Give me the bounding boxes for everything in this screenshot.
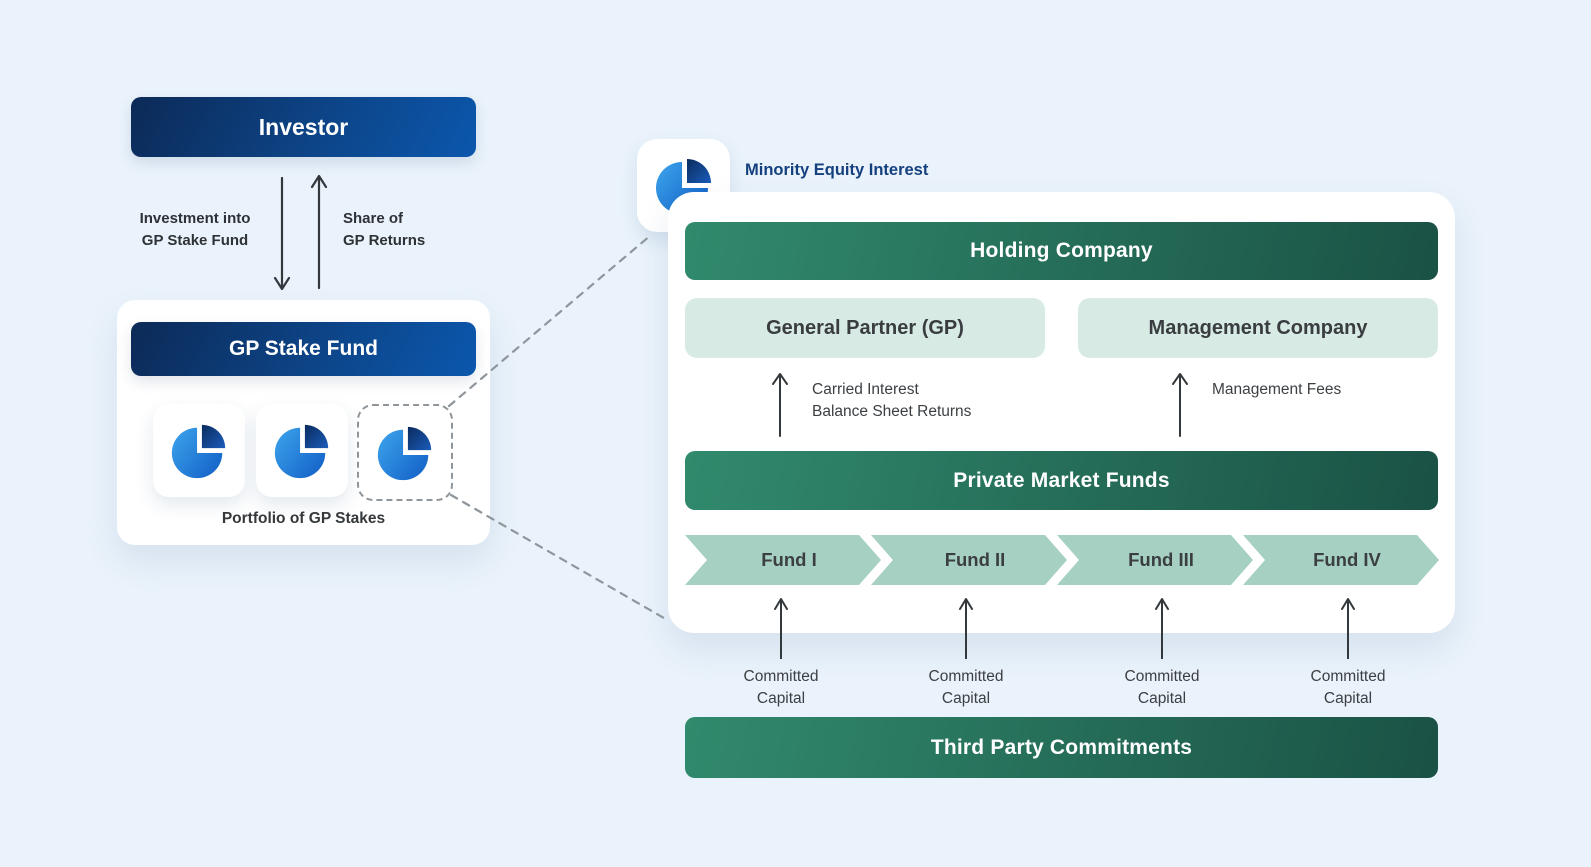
management-company-box: Management Company bbox=[1078, 298, 1438, 358]
fund-label: Fund I bbox=[761, 549, 817, 570]
committed-capital-line2: Capital bbox=[756, 690, 806, 707]
gp-stake-fund-header: GP Stake Fund bbox=[131, 322, 476, 376]
fund-chevron: Fund III bbox=[1057, 535, 1253, 585]
fund-chevron: Fund I bbox=[685, 535, 881, 585]
committed-capital-line1: Committed bbox=[1310, 668, 1386, 685]
holding-company-label: Holding Company bbox=[970, 239, 1153, 262]
committed-capital-group: Committed Capital bbox=[721, 597, 841, 710]
committed-capital-line2: Capital bbox=[1137, 690, 1187, 707]
pie-chart-icon bbox=[374, 422, 436, 484]
pie-chart-icon bbox=[168, 420, 230, 482]
fund-chevron: Fund IV bbox=[1243, 535, 1439, 585]
third-party-commitments-label: Third Party Commitments bbox=[930, 735, 1193, 759]
returns-flow-line1: Share of bbox=[343, 210, 404, 227]
committed-capital-line2: Capital bbox=[1323, 690, 1373, 707]
arrow-up-icon bbox=[772, 373, 788, 437]
carried-interest-line2: Balance Sheet Returns bbox=[812, 402, 972, 420]
management-fees-label: Management Fees bbox=[1212, 381, 1342, 398]
investment-flow-label: Investment into GP Stake Fund bbox=[125, 208, 265, 252]
private-market-funds-bar: Private Market Funds bbox=[685, 451, 1438, 510]
holding-company-bar: Holding Company bbox=[685, 222, 1438, 280]
arrow-up-icon bbox=[310, 174, 328, 290]
arrow-up-icon bbox=[1172, 373, 1188, 437]
gp-stake-fund-card: GP Stake Fund Portfolio of GP Stakes bbox=[117, 300, 490, 545]
investor-label: Investor bbox=[258, 113, 349, 140]
investment-flow-line2: GP Stake Fund bbox=[141, 232, 249, 249]
fund-label: Fund II bbox=[944, 549, 1006, 570]
gp-stake-fund-label: GP Stake Fund bbox=[229, 337, 378, 360]
committed-capital-group: Committed Capital bbox=[1288, 597, 1408, 710]
committed-capital-group: Committed Capital bbox=[1102, 597, 1222, 710]
arrow-up-icon bbox=[774, 598, 788, 659]
holding-structure-card: Holding Company General Partner (GP) Man… bbox=[668, 192, 1455, 633]
minority-equity-label: Minority Equity Interest bbox=[745, 161, 929, 179]
fund-label: Fund III bbox=[1128, 549, 1194, 570]
gp-stake-tile bbox=[256, 404, 348, 497]
fund-label: Fund IV bbox=[1313, 549, 1381, 570]
arrow-down-icon bbox=[273, 176, 291, 291]
committed-capital-group: Committed Capital bbox=[906, 597, 1026, 710]
arrow-up-icon bbox=[1341, 598, 1355, 659]
committed-capital-line1: Committed bbox=[743, 668, 819, 685]
fund-chevron: Fund II bbox=[871, 535, 1067, 585]
arrow-up-icon bbox=[1155, 598, 1169, 659]
third-party-commitments-bar: Third Party Commitments bbox=[685, 717, 1438, 778]
committed-capital-line1: Committed bbox=[928, 668, 1004, 685]
pie-chart-icon bbox=[271, 420, 333, 482]
committed-capital-line1: Committed bbox=[1124, 668, 1200, 685]
private-market-funds-label: Private Market Funds bbox=[953, 468, 1170, 492]
gp-stake-tile bbox=[153, 404, 245, 497]
arrow-up-icon bbox=[959, 598, 973, 659]
portfolio-caption: Portfolio of GP Stakes bbox=[221, 510, 386, 527]
committed-capital-line2: Capital bbox=[941, 690, 991, 707]
management-company-label: Management Company bbox=[1148, 316, 1368, 339]
returns-flow-line2: GP Returns bbox=[343, 232, 426, 249]
returns-flow-label: Share of GP Returns bbox=[343, 208, 473, 252]
carried-interest-label: Carried Interest Balance Sheet Returns bbox=[812, 379, 971, 422]
investment-flow-line1: Investment into bbox=[139, 210, 251, 227]
general-partner-box: General Partner (GP) bbox=[685, 298, 1045, 358]
investor-box: Investor bbox=[131, 97, 476, 157]
gp-stake-tile-highlighted bbox=[357, 404, 453, 501]
general-partner-label: General Partner (GP) bbox=[766, 316, 964, 339]
carried-interest-line1: Carried Interest bbox=[812, 381, 919, 398]
